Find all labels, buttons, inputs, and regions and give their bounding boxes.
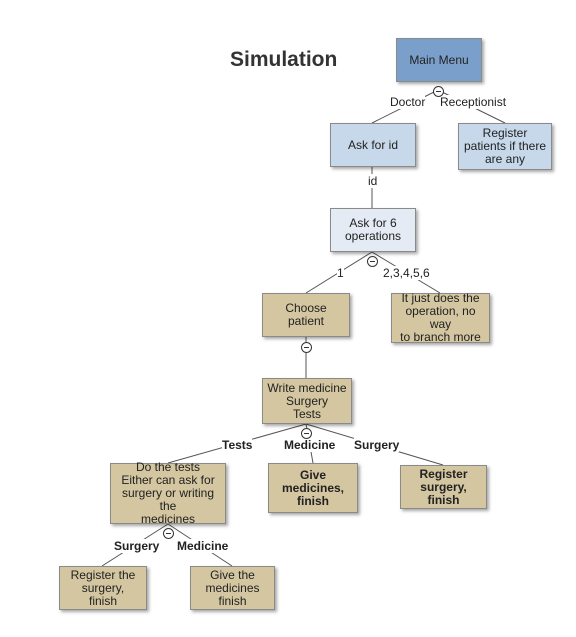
collapse-choose-patient-icon[interactable] (301, 342, 312, 353)
edge-label-medicine-2: Medicine (177, 539, 229, 553)
node-give-the-medicines-finish[interactable]: Give the medicines finish (190, 566, 275, 610)
node-register-patients[interactable]: Register patients if there are any (458, 123, 552, 170)
node-do-the-tests[interactable]: Do the tests Either can ask for surgery … (110, 461, 226, 526)
collapse-do-tests-icon[interactable] (163, 528, 174, 539)
edge-label-medicine: Medicine (284, 438, 336, 452)
collapse-ask-ops-icon[interactable] (367, 256, 378, 267)
edge-label-doctor: Doctor (390, 95, 426, 109)
page-title: Simulation (230, 48, 338, 71)
edge-label-surgery: Surgery (354, 438, 400, 452)
node-give-medicines-finish[interactable]: Give medicines, finish (268, 463, 358, 513)
node-main-menu[interactable]: Main Menu (396, 38, 482, 82)
node-choose-patient[interactable]: Choose patient (262, 293, 350, 337)
node-register-the-surgery-finish[interactable]: Register the surgery, finish (59, 566, 147, 610)
edge-label-tests: Tests (222, 438, 253, 452)
collapse-write-medicine-icon[interactable] (301, 428, 312, 439)
node-write-medicine[interactable]: Write medicine Surgery Tests (262, 378, 352, 424)
edge-label-receptionist: Receptionist (440, 95, 507, 109)
node-no-branch[interactable]: It just does the operation, no way to br… (391, 292, 490, 344)
edge-label-id: id (368, 174, 378, 188)
edge-label-1: 1 (337, 266, 344, 280)
node-ask-for-id[interactable]: Ask for id (330, 123, 416, 167)
node-register-surgery-finish[interactable]: Register surgery, finish (400, 465, 487, 509)
edge-label-surgery-2: Surgery (114, 539, 160, 553)
edge-label-2-6: 2,3,4,5,6 (383, 266, 430, 280)
collapse-main-menu-icon[interactable] (433, 86, 444, 97)
node-ask-for-operations[interactable]: Ask for 6 operations (330, 208, 416, 252)
